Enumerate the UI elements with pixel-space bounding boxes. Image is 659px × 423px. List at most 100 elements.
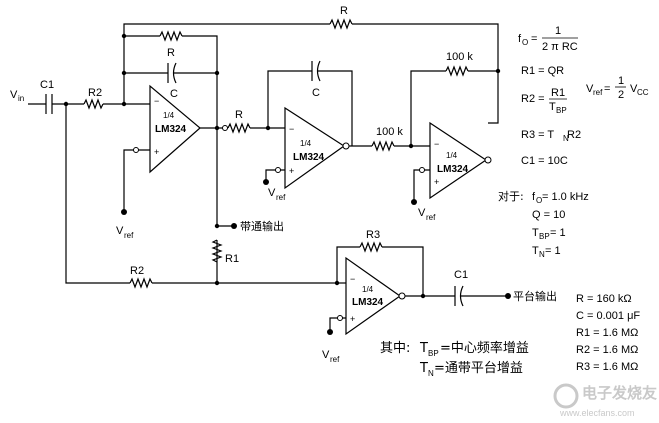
resistor-r1 [211, 239, 223, 263]
eq-vref-rhs: V [630, 83, 638, 95]
svg-text:V: V [418, 207, 426, 219]
eq-fo-lhs: f [518, 33, 522, 45]
op-amp-part: LM324 [293, 152, 325, 163]
plateau-output-label: 平台输出 [513, 289, 557, 303]
op-amp-part: LM324 [352, 297, 384, 308]
notes-tn: T [419, 361, 428, 376]
eq-r2-num: R1 [551, 87, 565, 99]
amp1-plus-node [133, 147, 139, 153]
r1-label: R1 [225, 253, 239, 265]
svg-text:ref: ref [276, 193, 286, 202]
notes-prefix: 其中: [380, 341, 410, 356]
op-amp-plus: + [289, 166, 294, 176]
eq-vref-lhs: V [586, 83, 594, 95]
vref-label-3: V ref [418, 207, 436, 222]
r2-lower-label: R2 [130, 265, 144, 277]
watermark-text: 电子发烧友 [582, 384, 657, 402]
svg-text:V: V [268, 187, 276, 199]
resistor-100k-input [371, 140, 395, 152]
notes: 其中: T BP =中心频率增益 T N =通带平台增益 [380, 340, 529, 378]
capacitor-c-feedback-1 [167, 62, 177, 84]
conditions-heading: 对于: [498, 189, 524, 203]
value-r: R = 160 kΩ [576, 293, 632, 305]
c1-output-label: C1 [454, 269, 468, 281]
op-amp-part: LM324 [155, 124, 187, 135]
resistor-r-top [329, 18, 353, 30]
eq-r1: R1 = QR [521, 65, 564, 77]
eq-vref-eq: = [604, 83, 610, 95]
r100k-feedback-label: 100 k [446, 51, 473, 63]
eq-c1: C1 = 10C [521, 155, 568, 167]
op-amp-3: − + 1/4 LM324 [429, 121, 492, 200]
value-r2: R2 = 1.6 MΩ [576, 344, 638, 356]
watermark-url: www.elecfans.com [559, 408, 635, 418]
vref-label-1: V ref [116, 225, 134, 240]
c-feedback-1-label: C [170, 88, 178, 100]
notes-tbp-desc: =中心频率增益 [440, 340, 529, 356]
watermark-logo-icon [553, 383, 579, 409]
cond-tbp-val: = 1 [550, 227, 566, 239]
resistor-r-feedback [159, 30, 183, 42]
bandpass-output-label: 带通输出 [240, 219, 284, 233]
amp4-plus-node [337, 315, 343, 321]
notes-tbp-sub: BP [428, 349, 439, 358]
value-r1: R1 = 1.6 MΩ [576, 327, 638, 339]
op-amp-fraction: 1/4 [163, 111, 175, 120]
output-node [484, 156, 492, 164]
amp3-plus-node [419, 167, 425, 173]
output-node [398, 292, 406, 300]
vref-label-4: V ref [322, 349, 340, 364]
cond-fo-val: = 1.0 kHz [542, 191, 589, 203]
op-amp-minus: − [154, 96, 159, 106]
r-top-label: R [340, 5, 348, 17]
design-conditions: 对于: f O = 1.0 kHz Q = 10 T BP = 1 T N = … [498, 189, 589, 259]
eq-vref-rhs-sub: CC [637, 88, 649, 97]
amp2-plus-node [275, 167, 281, 173]
output-node [342, 142, 350, 150]
svg-text:V: V [116, 225, 124, 237]
c1-input-label: C1 [40, 79, 54, 91]
c-feedback-2-label: C [312, 87, 320, 99]
eq-r3-tail: R2 [567, 129, 581, 141]
junction-dots [63, 33, 511, 335]
eq-r2-lhs: R2 = [521, 93, 545, 105]
op-amp-1: − + 1/4 LM324 [149, 84, 201, 174]
op-amp-part: LM324 [437, 164, 469, 175]
eq-r3: R3 = T [521, 129, 554, 141]
op-amp-plus: + [434, 177, 439, 187]
op-amp-plus: + [154, 147, 159, 157]
op-amp-fraction: 1/4 [446, 151, 458, 160]
notes-tn-desc: =通带平台增益 [434, 361, 523, 376]
watermark: 电子发烧友 www.elecfans.com [553, 383, 657, 418]
eq-r2-den-sub: BP [556, 106, 567, 115]
component-values: R = 160 kΩ C = 0.001 μF R1 = 1.6 MΩ R2 =… [576, 293, 640, 373]
op-amp-4: − + 1/4 LM324 [345, 256, 406, 336]
eq-r2-den: T [549, 101, 556, 113]
svg-text:V: V [322, 349, 330, 361]
eq-fo-sub: O [522, 38, 528, 47]
eq-vref-den: 2 [618, 89, 624, 101]
capacitor-c-feedback-2 [311, 60, 321, 82]
cond-fo: f [532, 191, 536, 203]
cond-q: Q = 10 [532, 209, 565, 221]
eq-fo-num: 1 [555, 25, 561, 37]
svg-text:ref: ref [426, 213, 436, 222]
value-c: C = 0.001 μF [576, 310, 640, 322]
equations: f O = 1 2 π RC R1 = QR R2 = R1 T BP R3 =… [518, 25, 649, 167]
notes-tn-sub: N [428, 369, 434, 378]
notes-tbp: T [419, 341, 428, 356]
op-amp-2: − + 1/4 LM324 [284, 106, 350, 190]
resistor-r2-input [83, 98, 104, 110]
capacitor-c1-output [454, 285, 464, 307]
resistor-r2-lower [129, 277, 153, 289]
op-amp-plus: + [350, 314, 355, 324]
op-amp-minus: − [434, 139, 439, 149]
op-amp-fraction: 1/4 [300, 139, 312, 148]
svg-text:ref: ref [330, 355, 340, 364]
eq-vref-num: 1 [618, 75, 624, 87]
r2-input-label: R2 [88, 87, 102, 99]
value-r3: R3 = 1.6 MΩ [576, 361, 638, 373]
cond-tbp-sub: BP [539, 232, 550, 241]
svg-text:ref: ref [124, 231, 134, 240]
